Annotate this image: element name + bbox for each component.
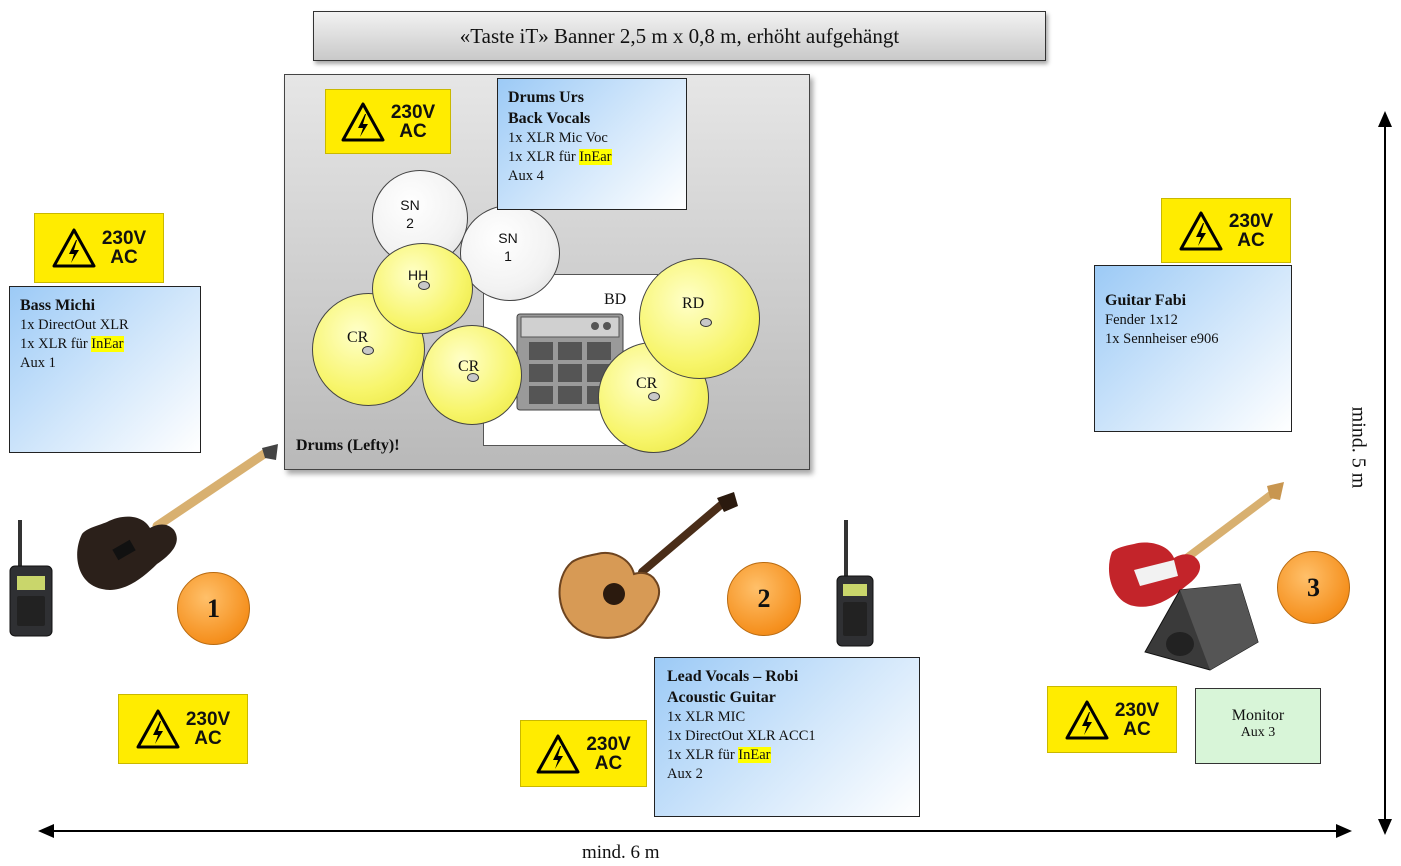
cr-mid-label: CR <box>458 358 480 375</box>
high-voltage-icon <box>1179 211 1223 250</box>
bass-line1: 1x DirectOut XLR <box>20 317 129 333</box>
drums-urs-line2: 1x XLR für InEar <box>508 148 676 167</box>
ride <box>639 258 760 379</box>
lead-inear: InEar <box>738 747 771 763</box>
monitor-box: Monitor Aux 3 <box>1195 688 1321 764</box>
sn1-label-top: SN <box>498 230 518 246</box>
width-dimension-arrow <box>38 824 1352 838</box>
lead-line3: 1x XLR für InEar <box>667 746 909 765</box>
snare-1 <box>460 205 560 301</box>
power-type: AC <box>110 247 138 268</box>
high-voltage-icon <box>536 734 580 773</box>
guitar-line1: Fender 1x12 <box>1105 312 1178 328</box>
lead-line4: Aux 2 <box>667 766 703 782</box>
drums-urs-subtitle: Back Vocals <box>508 110 591 127</box>
power-voltage: 230V <box>1114 699 1160 721</box>
power-type: AC <box>399 120 427 142</box>
power-voltage: 230V <box>185 709 231 730</box>
rd-label: RD <box>682 295 705 312</box>
high-voltage-icon <box>1065 700 1109 739</box>
sn1-label: SN 1 <box>486 229 530 265</box>
cr-left-dot <box>362 346 374 355</box>
bass-guitar-icon <box>77 444 278 590</box>
bd-label: BD <box>604 291 627 308</box>
banner: «Taste iT» Banner 2,5 m x 0,8 m, erhöht … <box>313 11 1046 61</box>
bass-line2-text: 1x XLR für <box>20 336 92 352</box>
sn1-label-bottom: 1 <box>504 248 512 264</box>
inear-receiver-right <box>836 520 874 647</box>
bass-line2: 1x XLR für InEar <box>20 335 190 354</box>
bass-title: Bass Michi <box>20 297 96 314</box>
drums-urs-line2-text: 1x XLR für <box>508 149 580 165</box>
rd-dot <box>700 318 712 327</box>
power-voltage: 230V <box>586 733 631 755</box>
bass-inear: InEar <box>91 336 124 352</box>
monitor-aux: Aux 3 <box>1240 725 1276 740</box>
drums-urs-line1: 1x XLR Mic Voc <box>508 130 608 146</box>
power-voltage: 230V <box>101 228 147 249</box>
high-voltage-icon <box>341 102 385 141</box>
electric-guitar-icon <box>1108 482 1284 607</box>
width-dimension-label: mind. 6 m <box>582 842 660 863</box>
drums-urs-box: Drums Urs Back Vocals 1x XLR Mic Voc 1x … <box>497 78 687 210</box>
sn2-label: SN 2 <box>372 196 448 232</box>
high-voltage-icon <box>52 228 96 268</box>
drum-area-label: Drums (Lefty)! <box>296 437 400 454</box>
cr-mid-dot <box>467 373 479 382</box>
drums-urs-title: Drums Urs <box>508 89 584 106</box>
acoustic-guitar-icon <box>558 492 738 639</box>
power-voltage: 230V <box>1228 210 1274 232</box>
drum-pad-icon <box>516 313 624 411</box>
cr-left-label: CR <box>347 329 369 346</box>
hh-dot <box>418 281 430 290</box>
monitor-title: Monitor <box>1231 707 1285 724</box>
power-type: AC <box>1237 229 1265 251</box>
bass-michi-box: Bass Michi 1x DirectOut XLR 1x XLR für I… <box>9 286 201 453</box>
guitar-line2: 1x Sennheiser e906 <box>1105 331 1219 347</box>
cr-right-label: CR <box>636 375 658 392</box>
drums-urs-line3: Aux 4 <box>508 168 544 184</box>
sn2-label-top: SN <box>400 197 420 213</box>
sn2-label-bottom: 2 <box>406 215 414 231</box>
cr-right-dot <box>648 392 660 401</box>
guitar-fabi-box: Guitar Fabi Fender 1x12 1x Sennheiser e9… <box>1094 265 1292 432</box>
lead-line3-text: 1x XLR für <box>667 747 739 763</box>
power-type: AC <box>1123 718 1151 740</box>
position-2: 2 <box>727 562 801 636</box>
bass-line3: Aux 1 <box>20 355 56 371</box>
lead-line2: 1x DirectOut XLR ACC1 <box>667 728 816 744</box>
high-voltage-icon <box>136 709 180 749</box>
inear-receiver-left <box>9 520 53 637</box>
lead-line1: 1x XLR MIC <box>667 709 746 725</box>
lead-vocals-box: Lead Vocals – Robi Acoustic Guitar 1x XL… <box>654 657 920 817</box>
lead-subtitle: Acoustic Guitar <box>667 689 776 706</box>
position-1: 1 <box>177 572 250 645</box>
drums-urs-inear: InEar <box>579 149 612 165</box>
monitor-wedge-icon <box>1144 583 1259 671</box>
power-type: AC <box>194 728 222 749</box>
hh-label: HH <box>408 267 429 283</box>
depth-dimension-label: mind. 5 m <box>1347 406 1370 489</box>
lead-title: Lead Vocals – Robi <box>667 668 799 685</box>
power-voltage: 230V <box>390 101 436 123</box>
guitar-title: Guitar Fabi <box>1105 292 1187 309</box>
position-3: 3 <box>1277 551 1350 624</box>
depth-dimension-arrow <box>1378 111 1392 835</box>
power-type: AC <box>594 752 623 774</box>
